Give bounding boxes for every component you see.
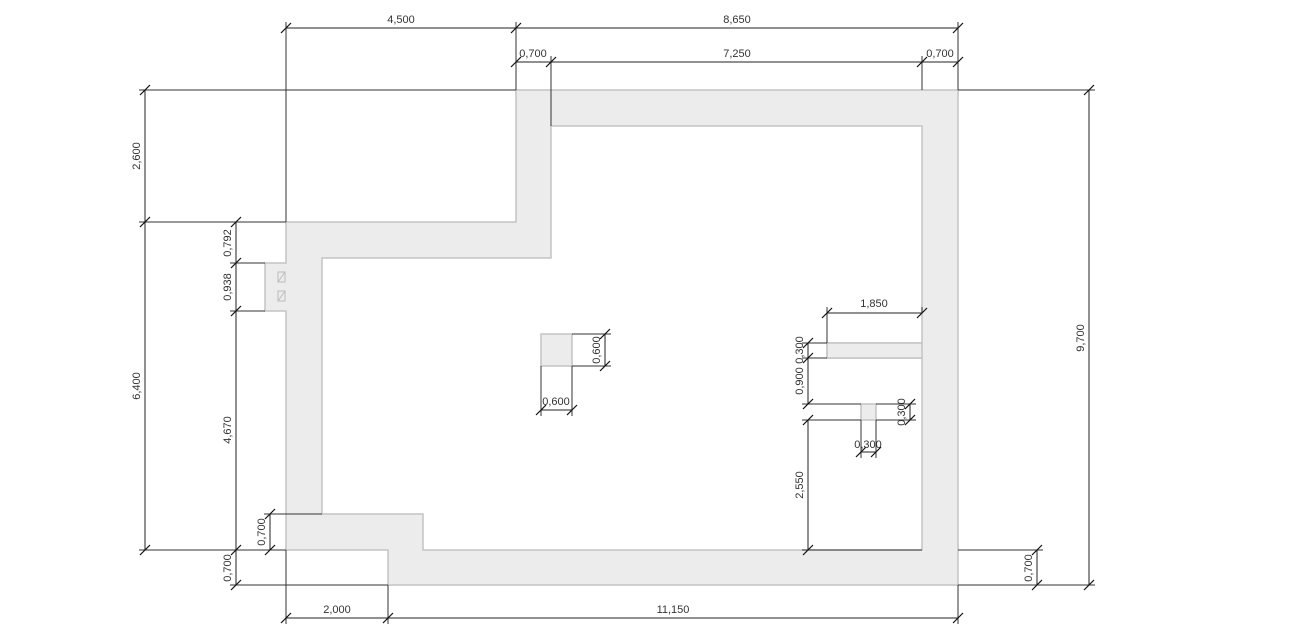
dim-label: 11,150 bbox=[657, 604, 690, 616]
window-icon bbox=[277, 271, 286, 302]
dimension-tick bbox=[599, 360, 611, 372]
dimension-tick bbox=[599, 328, 611, 340]
dimension-tick bbox=[802, 544, 814, 556]
dim-label: 4,500 bbox=[387, 14, 415, 26]
dimension-tick bbox=[821, 307, 833, 319]
dimension-tick bbox=[1083, 579, 1095, 591]
dimension-tick bbox=[230, 257, 242, 269]
dimension-tick bbox=[230, 216, 242, 228]
dimension-tick bbox=[139, 216, 151, 228]
dimension-tick bbox=[230, 305, 242, 317]
dim-label: 0,700 bbox=[256, 518, 268, 546]
dim-label: 1,850 bbox=[860, 298, 888, 310]
dimension-labels: 4,500 8,650 0,700 7,250 0,700 2,000 11,1… bbox=[131, 14, 1087, 616]
dimension-tick bbox=[904, 414, 916, 426]
dimension-tick bbox=[904, 398, 916, 410]
dimension-tick bbox=[280, 612, 292, 624]
dim-label: 0,300 bbox=[794, 336, 806, 364]
dimension-tick bbox=[916, 307, 928, 319]
dimension-tick bbox=[855, 446, 867, 458]
dimension-tick bbox=[916, 56, 928, 68]
dimension-lines bbox=[144, 27, 1090, 619]
dimension-tick bbox=[535, 404, 547, 416]
dim-label: 2,600 bbox=[131, 142, 143, 170]
walls bbox=[264, 89, 959, 586]
dimension-tick bbox=[510, 22, 522, 34]
dim-label: 0,600 bbox=[542, 396, 570, 408]
dimension-tick bbox=[802, 352, 814, 364]
dim-label: 0,300 bbox=[854, 439, 882, 451]
dimension-tick bbox=[510, 56, 522, 68]
dimension-tick bbox=[1031, 544, 1043, 556]
dimension-tick bbox=[230, 579, 242, 591]
dimension-tick bbox=[952, 22, 964, 34]
dim-label: 9,700 bbox=[1075, 324, 1087, 352]
dim-label: 0,700 bbox=[519, 48, 547, 60]
dim-label: 0,600 bbox=[591, 336, 603, 364]
dim-label: 0,700 bbox=[926, 48, 954, 60]
dim-label: 0,938 bbox=[222, 273, 234, 301]
dimension-tick bbox=[952, 56, 964, 68]
dim-label: 0,900 bbox=[794, 367, 806, 395]
interior-space bbox=[321, 125, 923, 551]
dim-label: 0,700 bbox=[1023, 554, 1035, 582]
dim-label: 7,250 bbox=[723, 48, 751, 60]
dimension-tick bbox=[1031, 579, 1043, 591]
dim-label: 2,550 bbox=[794, 471, 806, 499]
dim-label: 0,300 bbox=[896, 398, 908, 426]
dim-label: 4,670 bbox=[222, 416, 234, 444]
dimension-ticks bbox=[139, 22, 1095, 624]
dimension-tick bbox=[802, 398, 814, 410]
dimension-tick bbox=[802, 414, 814, 426]
dimension-tick bbox=[264, 544, 276, 556]
dim-label: 2,000 bbox=[323, 604, 351, 616]
dim-label: 6,400 bbox=[131, 372, 143, 400]
partition-wall bbox=[826, 342, 923, 359]
dimension-tick bbox=[139, 544, 151, 556]
column bbox=[540, 333, 573, 367]
dimension-tick bbox=[230, 544, 242, 556]
dimension-tick bbox=[545, 56, 557, 68]
dimension-tick bbox=[139, 84, 151, 96]
dimension-tick bbox=[382, 612, 394, 624]
dimension-tick bbox=[264, 508, 276, 520]
dim-label: 0,792 bbox=[222, 229, 234, 257]
dimension-tick bbox=[870, 446, 882, 458]
dimension-tick bbox=[280, 22, 292, 34]
dimension-tick bbox=[952, 612, 964, 624]
dimension-tick bbox=[566, 404, 578, 416]
dimension-tick bbox=[1083, 84, 1095, 96]
dim-label: 8,650 bbox=[723, 14, 751, 26]
dimension-tick bbox=[802, 337, 814, 349]
small-column bbox=[860, 403, 877, 421]
dim-label: 0,700 bbox=[222, 554, 234, 582]
